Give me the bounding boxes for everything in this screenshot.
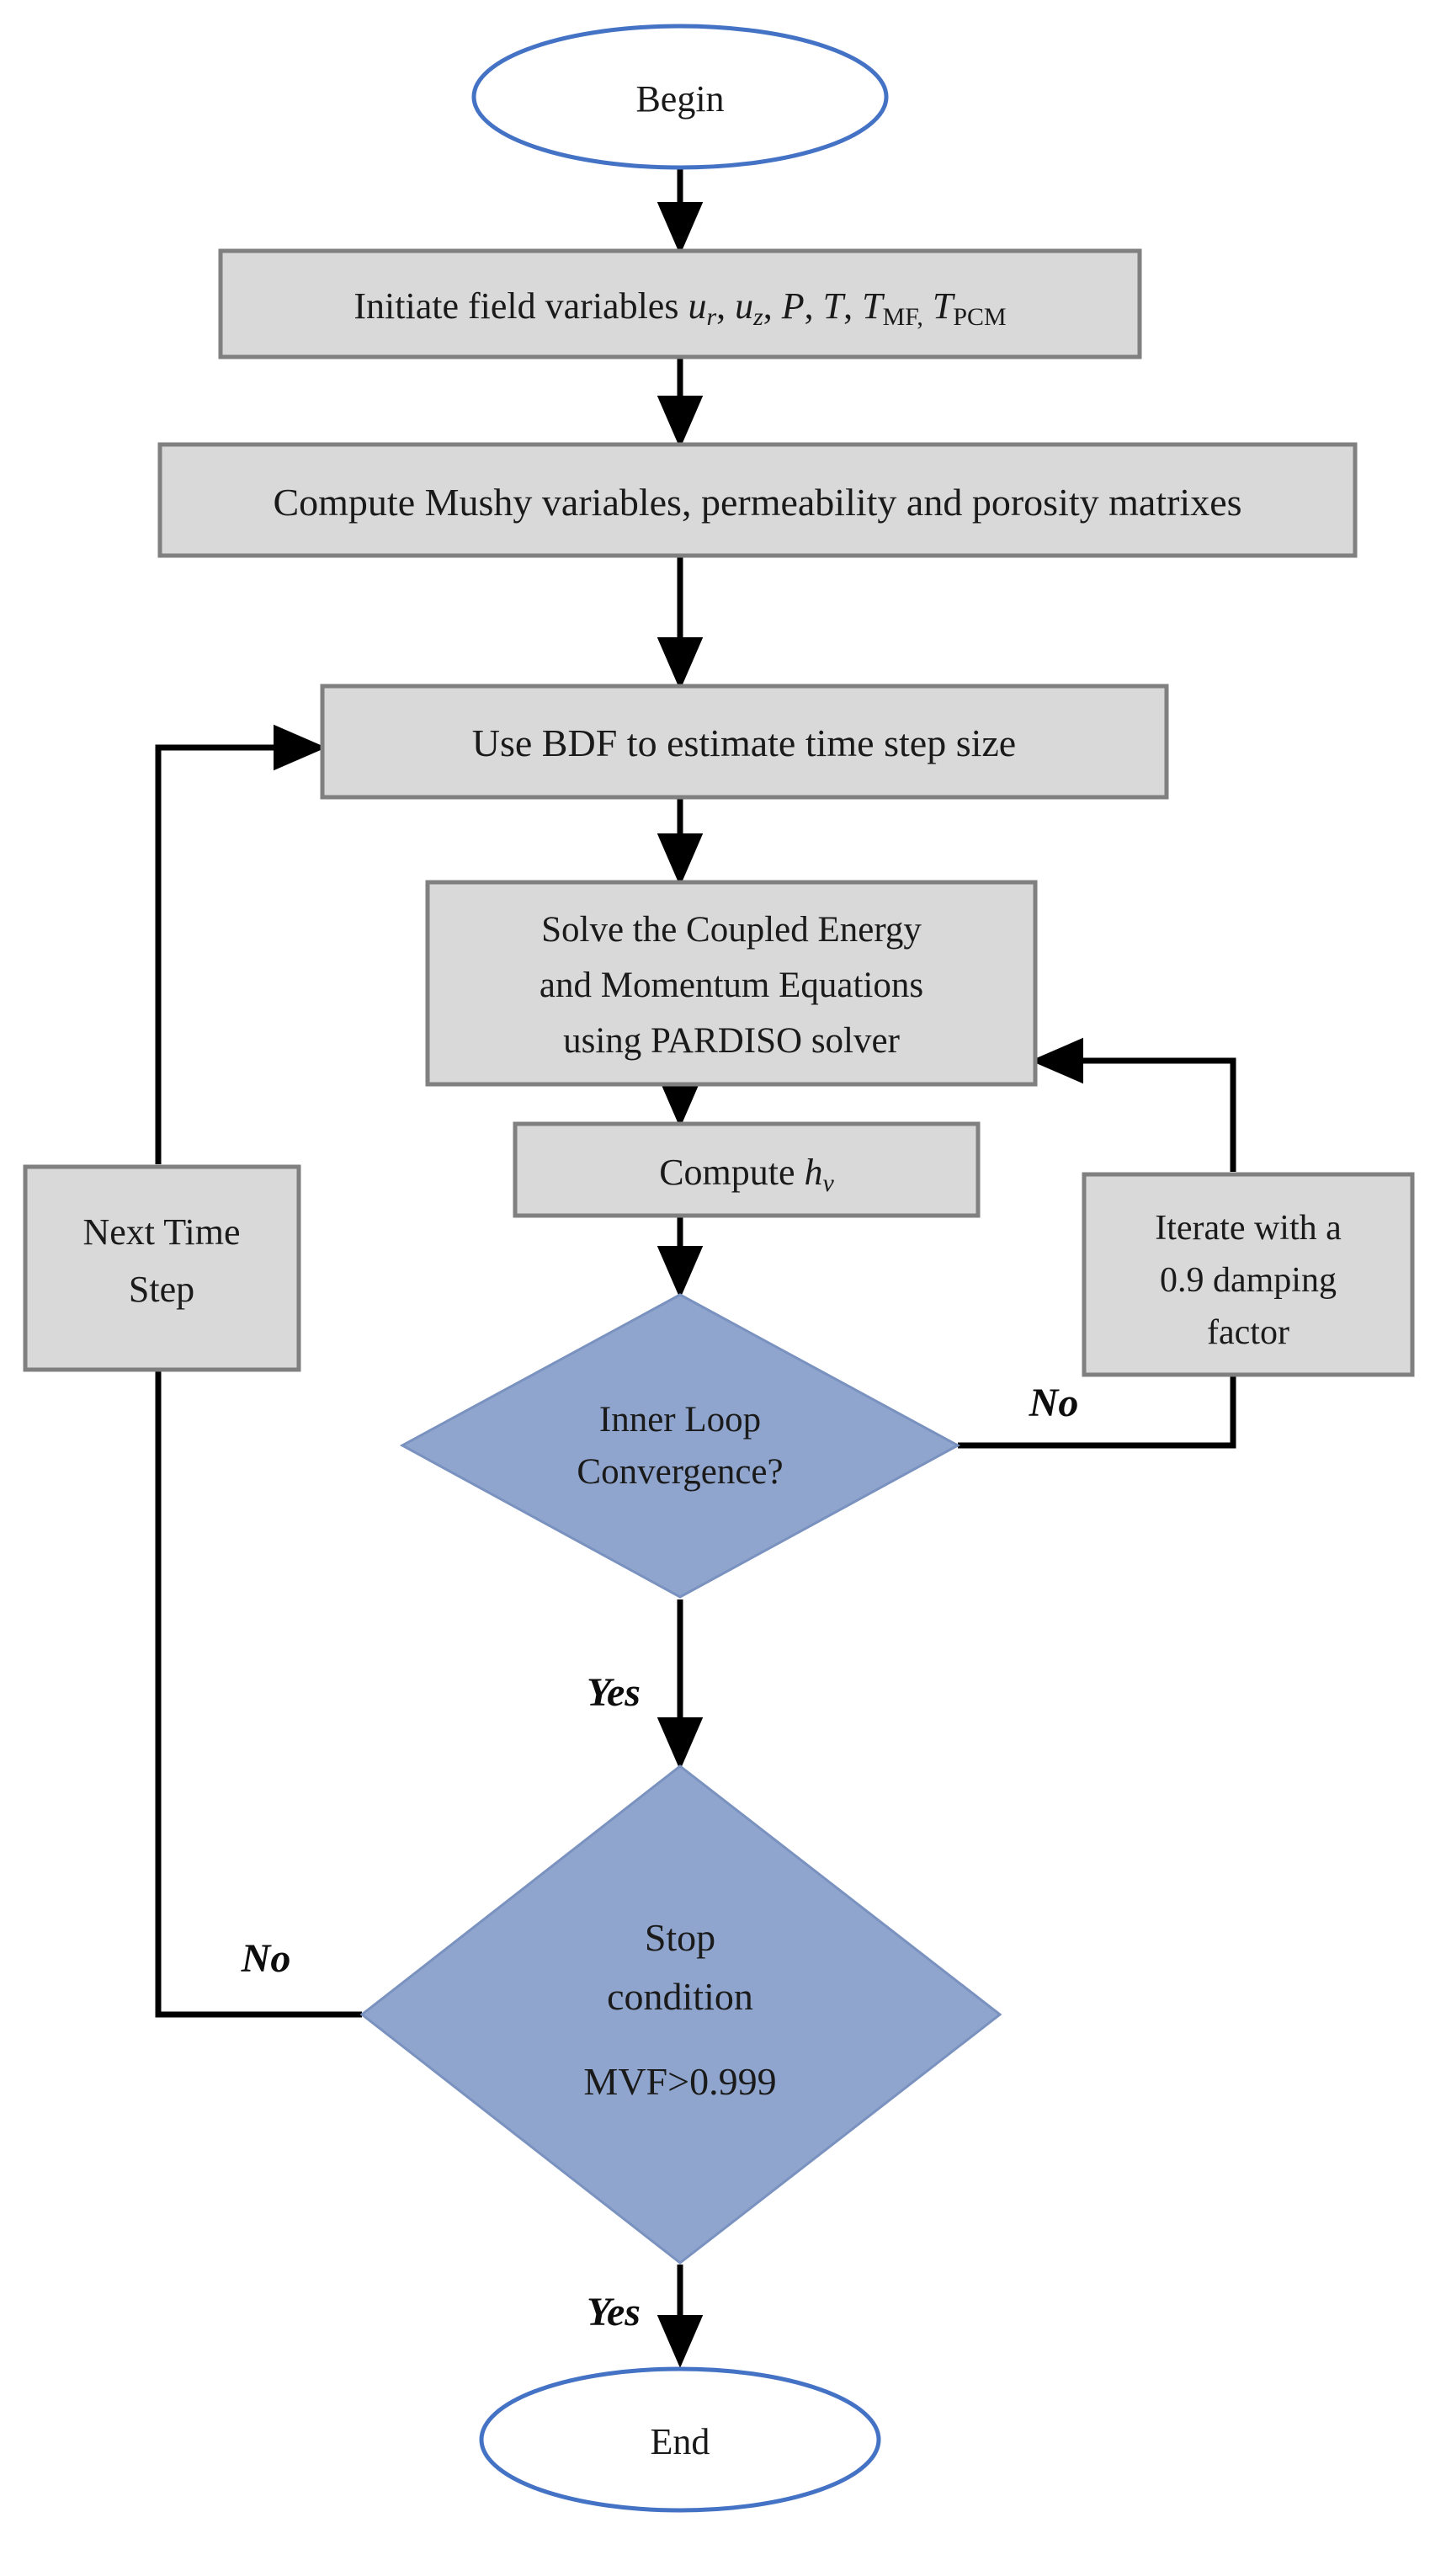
compute-mushy-variables-box[interactable]: Compute Mushy variables, permeability an… <box>157 442 1358 558</box>
inner-loop-convergence-decision[interactable]: Inner Loop Convergence? <box>399 1293 961 1599</box>
compute-mushy-variables-box-label: Compute Mushy variables, permeability an… <box>273 481 1241 524</box>
initiate-text-run-12: MF, <box>883 303 923 331</box>
begin-terminator-shape <box>471 24 889 170</box>
next-time-step-box[interactable]: Next Time Step <box>23 1164 301 1372</box>
edge-label-stop-condition-no: No <box>241 1936 291 1981</box>
inner-loop-convergence-decision-line-2: Convergence? <box>577 1452 783 1492</box>
initiate-text-run-8: , <box>805 285 823 327</box>
solve-coupled-equations-box-shape <box>425 880 1038 1087</box>
solve-coupled-equations-box-line-3: using PARDISO solver <box>563 1021 900 1061</box>
connector-stopcond-no-to-nexttime <box>155 1370 362 2018</box>
iterate-damping-factor-box-shape <box>1082 1172 1415 1377</box>
iterate-damping-factor-box-line-2: 0.9 damping <box>1160 1261 1337 1300</box>
stop-condition-decision-shape <box>359 1764 1002 2265</box>
edge-label-inner-loop-no: No <box>1029 1381 1079 1425</box>
end-terminator-label: End <box>651 2421 710 2462</box>
compute-mushy-variables-box-shape <box>157 442 1358 558</box>
iterate-damping-factor-box[interactable]: Iterate with a 0.9 damping factor <box>1082 1172 1415 1377</box>
use-bdf-box[interactable]: Use BDF to estimate time step size <box>320 684 1169 800</box>
begin-terminator-label: Begin <box>635 78 724 120</box>
initiate-text-run-13 <box>923 285 933 327</box>
end-terminator[interactable]: End <box>479 2366 881 2513</box>
stop-condition-decision[interactable]: Stop condition MVF>0.999 <box>359 1764 1002 2265</box>
initiate-text-run-11: T <box>862 285 885 327</box>
connector-innerloop-no-to-iterate <box>958 1376 1236 1449</box>
connector-iterate-to-solve <box>1030 1037 1236 1172</box>
stop-condition-decision-line-3: MVF>0.999 <box>583 2060 776 2103</box>
solve-coupled-equations-box-line-2: and Momentum Equations <box>540 966 923 1005</box>
initiate-text-run-6: , <box>763 285 782 327</box>
initiate-text-run-10: , <box>843 285 862 327</box>
computehv-text-run-2: v <box>823 1169 835 1197</box>
inner-loop-convergence-decision-shape <box>399 1293 961 1599</box>
initiate-field-variables-box[interactable]: Initiate field variables ur, uz, P, T, T… <box>218 248 1142 359</box>
solve-coupled-equations-box-line-1: Solve the Coupled Energy <box>541 910 922 950</box>
use-bdf-box-shape <box>320 684 1169 800</box>
initiate-text-run-4: u <box>735 285 753 327</box>
initiate-text-run-9: T <box>823 285 847 327</box>
initiate-field-variables-box-label: Initiate field variables ur, uz, P, T, T… <box>354 285 1006 331</box>
iterate-damping-factor-box-line-1: Iterate with a <box>1155 1209 1342 1248</box>
next-time-step-box-line-1: Next Time <box>82 1211 240 1253</box>
compute-hv-box-shape <box>513 1121 981 1218</box>
initiate-text-run-0: Initiate field variables <box>354 285 688 327</box>
compute-hv-box[interactable]: Compute hv <box>513 1121 981 1218</box>
connector-layer <box>155 168 1236 2368</box>
initiate-text-run-7: P <box>781 285 805 327</box>
initiate-text-run-15: PCM <box>953 303 1006 331</box>
connector-nexttime-to-bdf <box>155 724 327 1164</box>
initiate-text-run-1: u <box>688 285 706 327</box>
stop-condition-decision-line-1: Stop <box>645 1916 715 1959</box>
initiate-text-run-2: r <box>706 303 716 331</box>
iterate-damping-factor-box-line-3: factor <box>1207 1313 1289 1352</box>
computehv-text-run-1: h <box>805 1152 823 1193</box>
begin-terminator[interactable]: Begin <box>471 24 889 170</box>
next-time-step-box-shape <box>23 1164 301 1372</box>
initiate-text-run-5: z <box>752 303 763 331</box>
edge-label-stop-condition-yes: Yes <box>587 2290 641 2334</box>
edge-label-inner-loop-yes-visible: Yes <box>587 1670 641 1715</box>
solve-coupled-equations-box[interactable]: Solve the Coupled Energy and Momentum Eq… <box>425 880 1038 1087</box>
initiate-text-run-3: , <box>716 285 735 327</box>
stop-condition-decision-line-2: condition <box>607 1975 753 2018</box>
initiate-text-run-14: T <box>933 285 956 327</box>
use-bdf-box-label: Use BDF to estimate time step size <box>472 721 1016 764</box>
end-terminator-shape <box>479 2366 881 2513</box>
next-time-step-box-line-2: Step <box>129 1269 194 1310</box>
computehv-text-run-0: Compute <box>659 1152 804 1193</box>
initiate-field-variables-box-shape <box>218 248 1142 359</box>
compute-hv-box-label: Compute hv <box>659 1152 834 1197</box>
inner-loop-convergence-decision-line-1: Inner Loop <box>599 1400 761 1440</box>
